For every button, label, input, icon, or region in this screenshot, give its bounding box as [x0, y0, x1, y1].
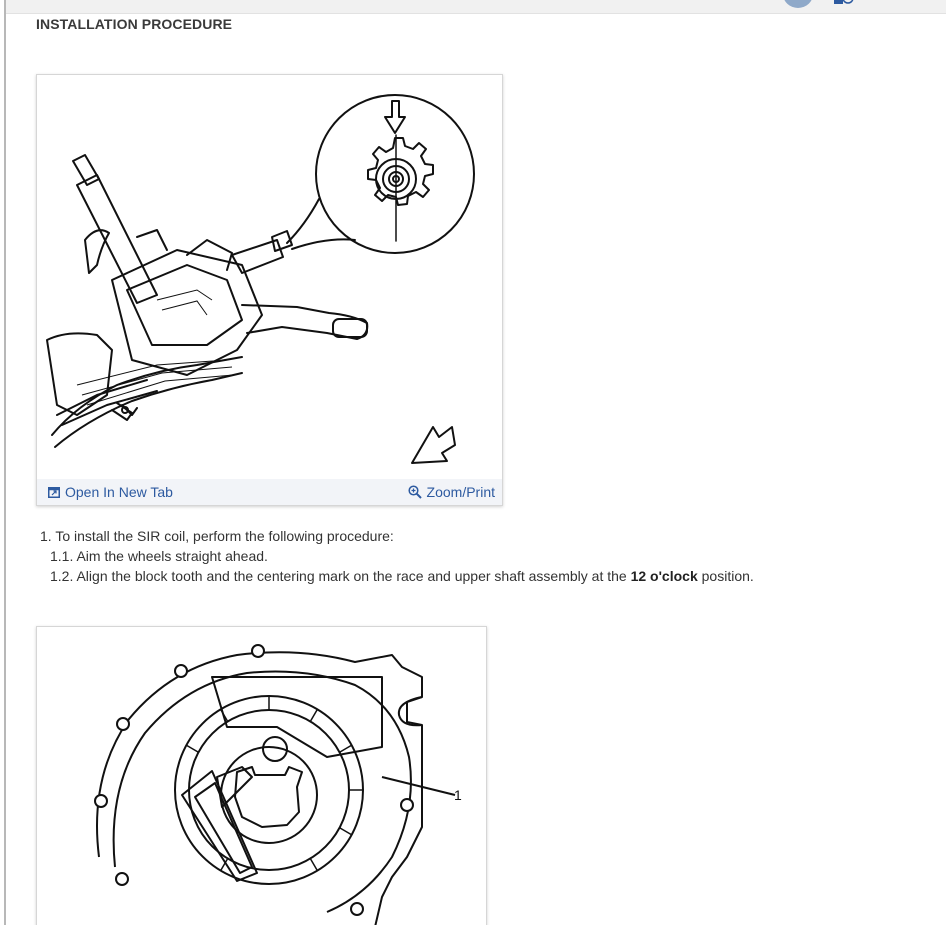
- user-avatar[interactable]: [783, 0, 813, 8]
- open-in-new-tab-link[interactable]: Open In New Tab: [48, 484, 173, 500]
- zoom-in-icon: [407, 485, 422, 499]
- steering-column-diagram: [46, 94, 475, 464]
- zoom-print-link[interactable]: Zoom/Print: [407, 484, 495, 500]
- open-in-new-tab-label: Open In New Tab: [65, 484, 173, 500]
- figure-steering-column: Open In New Tab Zoom/Print: [36, 74, 503, 506]
- step-1-2-prefix: 1.2. Align the block tooth and the cente…: [50, 568, 631, 584]
- step-1-2: 1.2. Align the block tooth and the cente…: [40, 566, 754, 586]
- window-left-border: [4, 0, 6, 925]
- step-1-2-bold: 12 o'clock: [630, 568, 698, 584]
- figure-footer: Open In New Tab Zoom/Print: [37, 479, 502, 505]
- procedure-steps: 1. To install the SIR coil, perform the …: [40, 526, 754, 586]
- sir-coil-diagram: 1: [94, 644, 462, 925]
- step-1-2-suffix: position.: [697, 568, 754, 584]
- top-toolbar: [6, 0, 946, 14]
- zoom-print-label: Zoom/Print: [426, 484, 495, 500]
- notification-icon[interactable]: [833, 0, 857, 6]
- step-1-1: 1.1. Aim the wheels straight ahead.: [50, 548, 268, 564]
- step-1: 1. To install the SIR coil, perform the …: [40, 528, 394, 544]
- figure-sir-coil: 1: [36, 626, 487, 925]
- section-title: INSTALLATION PROCEDURE: [36, 16, 233, 32]
- callout-label: 1: [454, 787, 462, 803]
- open-in-new-tab-icon: [48, 486, 60, 498]
